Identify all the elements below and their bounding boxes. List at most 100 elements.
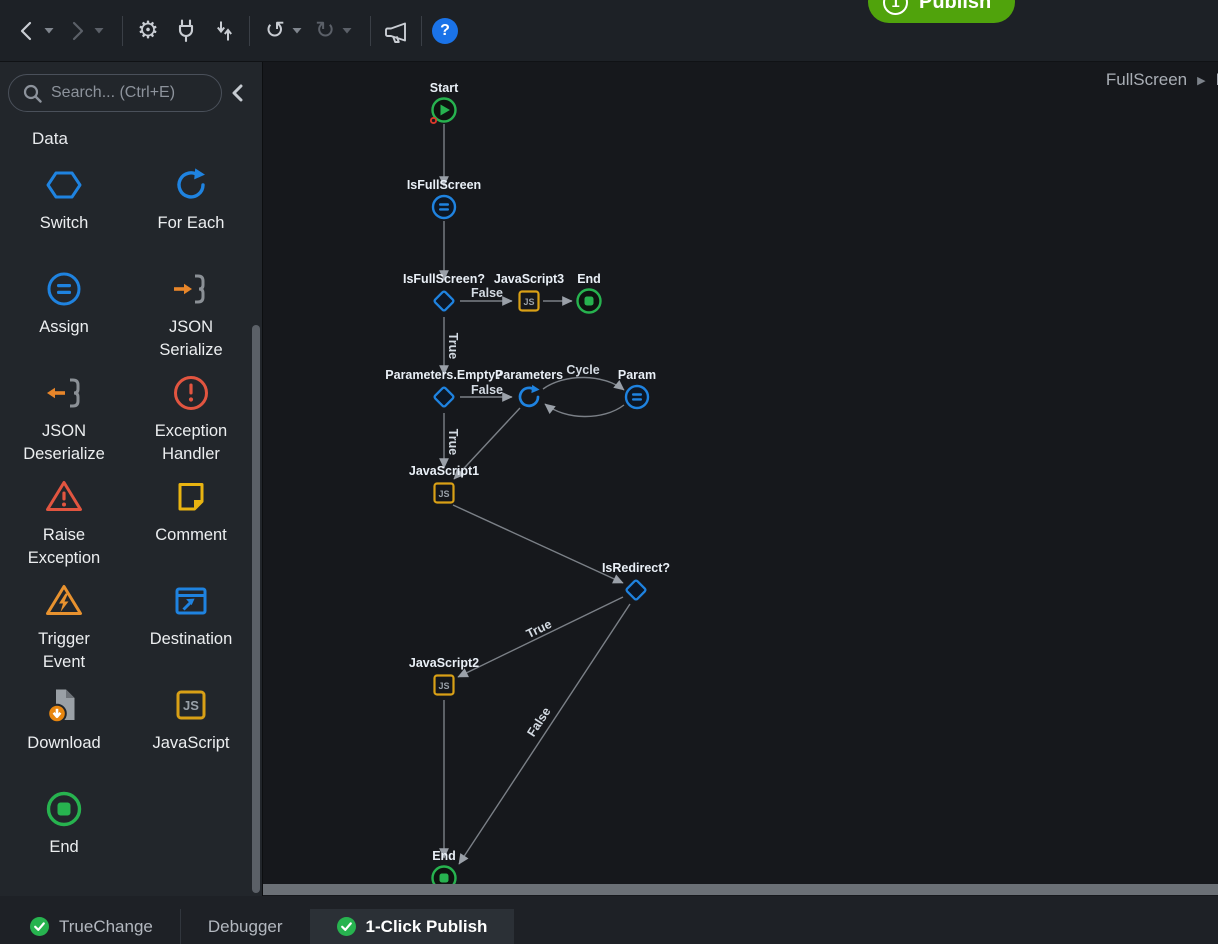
flow-edge-param-assign-to-parameters-foreach[interactable] xyxy=(544,403,625,418)
toolbox-item-exception-handler[interactable]: Exception Handler xyxy=(131,371,251,475)
toolbar-separator xyxy=(370,15,371,46)
flow-node-javascript3[interactable]: JS xyxy=(514,286,544,316)
flow-edge-javascript1-to-isredirect-decision[interactable] xyxy=(452,504,624,584)
collapse-sidebar-icon[interactable] xyxy=(222,78,252,108)
help-icon[interactable]: ? xyxy=(432,17,458,44)
forward-icon[interactable] xyxy=(62,16,92,46)
flow-node-label-end-bottom: End xyxy=(432,849,456,863)
javascript-icon: JS xyxy=(171,683,211,727)
toolbox-item-label: JSON Deserialize xyxy=(23,422,105,464)
flow-edges-layer xyxy=(439,124,631,865)
publish-label: Publish xyxy=(919,0,992,13)
flow-node-label-isfullscreen-assign: IsFullScreen xyxy=(406,178,482,192)
flow-node-label-parameters-foreach: Parameters xyxy=(494,368,564,382)
destination-icon xyxy=(171,579,211,623)
toolbox-item-switch[interactable]: Switch xyxy=(4,163,124,267)
undo-icon[interactable]: ↺ xyxy=(264,16,286,44)
one-click-badge-icon: 1 xyxy=(883,0,908,15)
svg-text:JS: JS xyxy=(438,489,449,499)
toolbox-item-destination[interactable]: Destination xyxy=(131,579,251,683)
status-tab-1-click-publish[interactable]: 1-Click Publish xyxy=(309,909,515,944)
search-input[interactable]: Search... (Ctrl+E) xyxy=(8,74,222,112)
back-icon[interactable] xyxy=(12,16,42,46)
svg-text:JS: JS xyxy=(523,297,534,307)
toolbox-item-for-each[interactable]: For Each xyxy=(131,163,251,267)
back-dropdown-icon[interactable] xyxy=(42,16,56,46)
json-serialize-icon xyxy=(170,267,212,311)
breadcrumb[interactable]: FullScreen ▶ F xyxy=(1106,70,1218,90)
flow-node-javascript1[interactable]: JS xyxy=(429,478,459,508)
search-icon xyxy=(23,84,42,103)
flow-edge-parameters-foreach-to-javascript1[interactable] xyxy=(453,407,521,480)
for-each-icon xyxy=(171,163,211,207)
flow-node-parameters-foreach[interactable] xyxy=(514,382,544,412)
flow-node-start[interactable] xyxy=(429,95,459,125)
toolbox-item-json-serialize[interactable]: JSON Serialize xyxy=(131,267,251,371)
svg-text:JS: JS xyxy=(438,681,449,691)
flow-node-isfullscreen-decision[interactable] xyxy=(429,286,459,316)
top-toolbar: ⚙ ↺ ↻ ? 1 Publish xyxy=(0,0,1218,62)
flow-canvas[interactable]: FullScreen ▶ F FalseTrueFalseCycleTrueTr… xyxy=(262,62,1218,896)
toolbox-item-label: Trigger Event xyxy=(38,630,90,672)
switch-icon xyxy=(44,163,84,207)
toolbox-item-label: JavaScript xyxy=(152,734,230,752)
toolbox-item-json-deserialize[interactable]: JSON Deserialize xyxy=(4,371,124,475)
toolbox-item-comment[interactable]: Comment xyxy=(131,475,251,579)
edge-label-true: True xyxy=(446,428,460,456)
feedback-megaphone-icon[interactable] xyxy=(381,16,411,46)
flow-edge-isredirect-decision-to-javascript2[interactable] xyxy=(457,596,624,678)
breadcrumb-next[interactable]: F xyxy=(1216,70,1218,90)
flow-node-label-isredirect-decision: IsRedirect? xyxy=(601,561,671,575)
toolbox-item-assign[interactable]: Assign xyxy=(4,267,124,371)
undo-dropdown-icon[interactable] xyxy=(290,16,304,46)
flow-node-parameters-empty-decision[interactable] xyxy=(429,382,459,412)
breadcrumb-current[interactable]: FullScreen xyxy=(1105,70,1188,89)
status-tab-label: TrueChange xyxy=(59,916,153,936)
flow-node-label-start: Start xyxy=(429,81,459,95)
settings-gear-icon[interactable]: ⚙ xyxy=(137,16,159,44)
json-deserialize-icon xyxy=(43,371,85,415)
flow-node-end-top[interactable] xyxy=(574,286,604,316)
redo-icon[interactable]: ↻ xyxy=(314,16,336,44)
check-icon xyxy=(336,917,356,936)
publish-button[interactable]: 1 Publish xyxy=(868,0,1016,23)
edge-label-false: False xyxy=(471,383,503,397)
status-tab-truechange[interactable]: TrueChange xyxy=(0,909,180,944)
flow-node-label-end-top: End xyxy=(577,272,601,286)
flow-node-javascript2[interactable]: JS xyxy=(429,670,459,700)
svg-text:JS: JS xyxy=(183,698,199,713)
toolbox-item-download[interactable]: Download xyxy=(4,683,124,787)
exception-handler-icon xyxy=(171,371,211,415)
toolbox-item-javascript[interactable]: JS JavaScript xyxy=(131,683,251,787)
canvas-horizontal-scrollbar[interactable] xyxy=(263,884,1218,895)
check-icon xyxy=(30,917,49,936)
status-tab-debugger[interactable]: Debugger xyxy=(179,909,310,944)
toolbox-item-raise-exception[interactable]: Raise Exception xyxy=(4,475,124,579)
flow-node-param-assign[interactable] xyxy=(622,382,652,412)
assign-icon xyxy=(44,267,84,311)
status-tab-label: 1-Click Publish xyxy=(365,916,488,936)
toolbox-item-label: Destination xyxy=(149,630,233,648)
redo-dropdown-icon[interactable] xyxy=(340,16,354,46)
flow-node-isfullscreen-assign[interactable] xyxy=(429,192,459,222)
toolbox-item-trigger-event[interactable]: Trigger Event xyxy=(4,579,124,683)
flow-node-isredirect-decision[interactable] xyxy=(621,575,651,605)
flow-edge-isredirect-decision-to-end-bottom[interactable] xyxy=(458,603,631,865)
flow-edge-parameters-foreach-to-param-assign[interactable] xyxy=(542,376,625,391)
edge-label-cycle: Cycle xyxy=(566,363,600,377)
status-tabs: TrueChange Debugger 1-Click Publish xyxy=(0,909,515,944)
toolbox-item-label: Assign xyxy=(39,318,89,336)
toolbar-separator xyxy=(122,15,123,46)
toolbox-item-end[interactable]: End xyxy=(4,787,124,891)
forward-dropdown-icon[interactable] xyxy=(92,16,106,46)
toolbox-item-label: Download xyxy=(27,734,101,752)
toolbox-item-label: Switch xyxy=(39,214,89,232)
plug-icon[interactable] xyxy=(171,16,201,46)
swap-arrows-icon[interactable] xyxy=(209,16,239,46)
sidebar-scrollbar[interactable] xyxy=(252,325,260,893)
toolbox-item-label: Exception Handler xyxy=(154,422,228,464)
toolbar-separator xyxy=(249,15,250,46)
flow-node-label-javascript2: JavaScript2 xyxy=(408,656,480,670)
